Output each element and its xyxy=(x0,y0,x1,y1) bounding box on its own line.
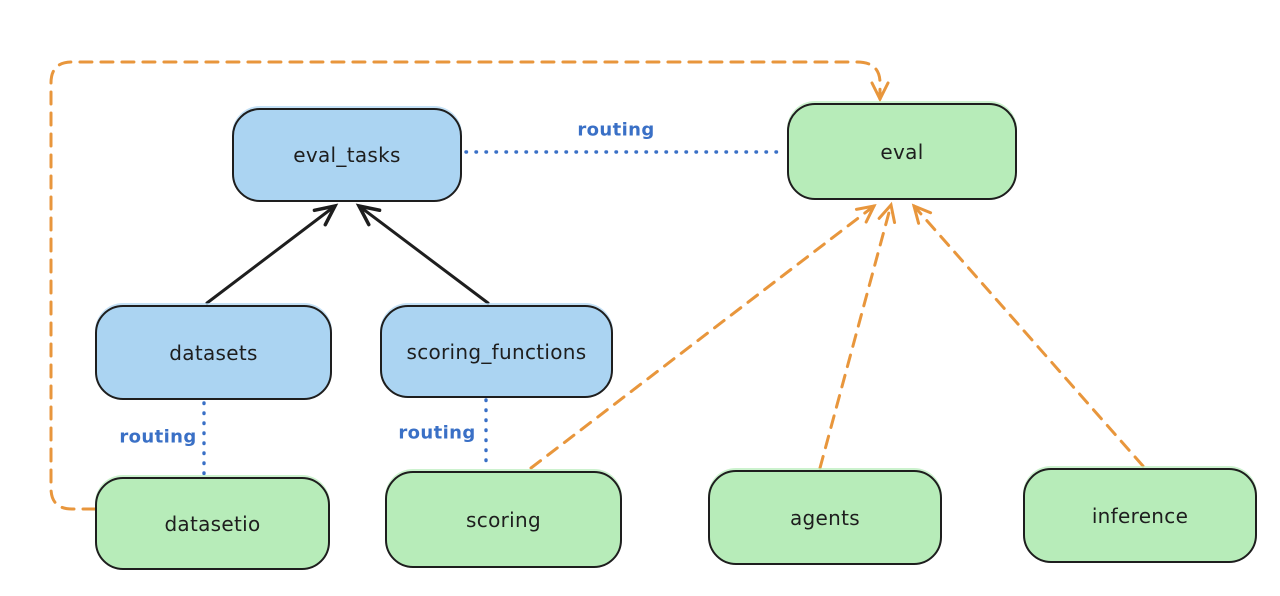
node-scoring: scoring xyxy=(385,471,622,568)
edge-agents-to-eval xyxy=(818,201,897,470)
edge-datasets-to-eval-tasks xyxy=(205,203,339,305)
node-scoring-label: scoring xyxy=(466,507,541,532)
node-datasets-label: datasets xyxy=(169,340,258,365)
node-inference: inference xyxy=(1023,468,1257,563)
node-eval-tasks-label: eval_tasks xyxy=(293,143,401,167)
edge-label-routing-scoring: routing xyxy=(398,422,476,444)
node-agents-label: agents xyxy=(790,505,860,530)
edge-label-routing-top: routing xyxy=(577,119,655,141)
node-eval: eval xyxy=(787,103,1017,200)
node-datasetio-label: datasetio xyxy=(164,511,261,536)
node-eval-label: eval xyxy=(880,139,924,164)
node-scoring-functions-label: scoring_functions xyxy=(406,339,587,364)
node-agents: agents xyxy=(708,470,942,565)
edge-label-routing-datasets: routing xyxy=(119,426,197,448)
edge-inference-to-eval xyxy=(911,203,1145,468)
node-scoring-functions: scoring_functions xyxy=(380,305,613,398)
node-inference-label: inference xyxy=(1091,503,1189,528)
edge-scoring-functions-to-eval-tasks xyxy=(355,203,490,305)
node-datasetio: datasetio xyxy=(95,477,330,570)
node-eval-tasks: eval_tasks xyxy=(232,108,462,202)
node-datasets: datasets xyxy=(95,305,332,400)
